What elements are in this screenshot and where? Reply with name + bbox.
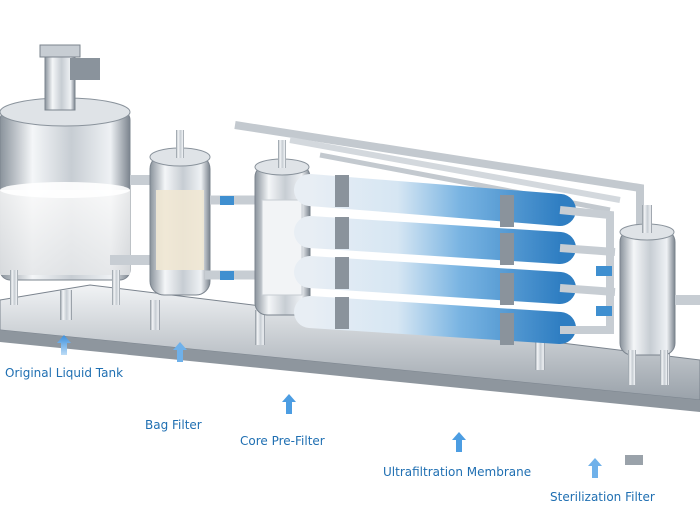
membrane-4	[294, 296, 576, 345]
sterilization-filter	[619, 205, 700, 385]
ultrafiltration-membranes	[294, 174, 616, 345]
arrow-up-icon	[173, 342, 187, 362]
bag-filter	[149, 130, 255, 296]
arrow-up-icon	[282, 394, 296, 414]
label-sterilization-filter: Sterilization Filter	[550, 490, 655, 504]
arrow-up-icon	[452, 432, 466, 452]
label-core-pre-filter: Core Pre-Filter	[240, 434, 325, 448]
label-bag-filter: Bag Filter	[145, 418, 202, 432]
label-ultrafiltration-membrane: Ultrafiltration Membrane	[383, 465, 532, 479]
arrow-up-icon	[588, 458, 602, 478]
membrane-1	[294, 174, 576, 227]
original-liquid-tank	[0, 44, 150, 305]
arrow-up-icon	[57, 335, 71, 355]
pipe-rack	[230, 121, 644, 290]
membrane-2	[294, 216, 576, 265]
label-original-liquid-tank: Original Liquid Tank	[5, 366, 124, 380]
membrane-3	[294, 256, 576, 305]
